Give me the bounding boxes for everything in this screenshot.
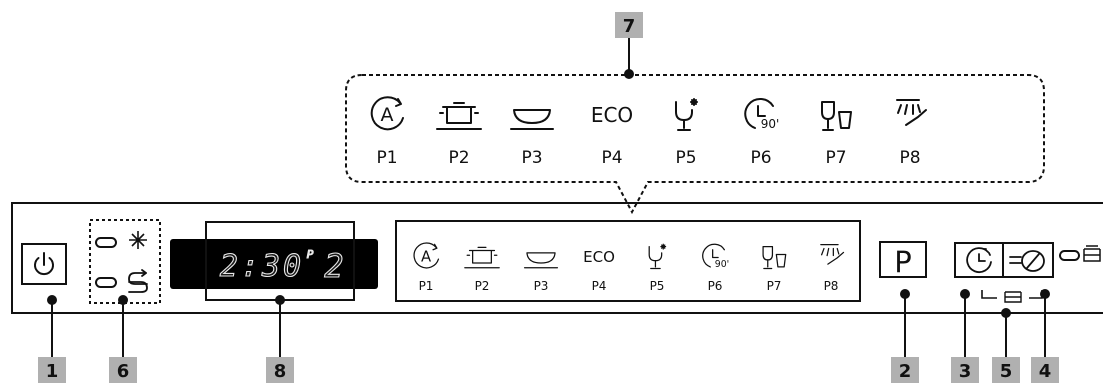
half-load-icon bbox=[1009, 250, 1045, 272]
program-zoom-callout bbox=[345, 38, 1045, 215]
leader-dots bbox=[47, 289, 1050, 318]
panel-outline bbox=[11, 202, 1103, 314]
callout-2-text: 2 bbox=[899, 361, 912, 382]
leader-lines bbox=[51, 294, 1046, 358]
rinse-aid-icon bbox=[128, 269, 148, 293]
panel-label-p6: P6 bbox=[708, 279, 723, 293]
callout-2-box bbox=[891, 357, 919, 383]
timer-text-zoom: 90' bbox=[761, 117, 780, 131]
eco-text-zoom: ECO bbox=[591, 103, 633, 127]
program-button-label: P bbox=[894, 245, 912, 279]
glasses-icon bbox=[821, 101, 852, 131]
callout-6-text: 6 bbox=[117, 361, 130, 382]
clock-icon bbox=[966, 247, 992, 273]
program-strip-frame bbox=[395, 220, 861, 302]
rinse-spray-icon[interactable] bbox=[820, 244, 845, 265]
zoom-label-p4: P4 bbox=[601, 148, 622, 168]
callout-3-text: 3 bbox=[959, 361, 972, 382]
auto-icon: A bbox=[370, 96, 404, 131]
half-load-button[interactable] bbox=[1002, 242, 1054, 278]
pot-icon[interactable] bbox=[464, 246, 500, 269]
callout-1-text: 1 bbox=[46, 361, 59, 382]
salt-indicator-led bbox=[95, 237, 117, 248]
zoom-label-p3: P3 bbox=[521, 148, 542, 168]
panel-label-p8: P8 bbox=[824, 279, 839, 293]
callout-3-box bbox=[951, 357, 979, 383]
panel-label-p2: P2 bbox=[475, 279, 490, 293]
panel-label-p3: P3 bbox=[534, 279, 549, 293]
half-load-indicator-led bbox=[1059, 250, 1080, 261]
panel-program-icons: A ECO 90' bbox=[413, 242, 845, 270]
pot-icon bbox=[436, 102, 482, 130]
tray-icon-small bbox=[1004, 291, 1022, 303]
sparkling-glass-icon bbox=[675, 98, 698, 131]
digital-display bbox=[170, 239, 378, 289]
display-p-indicator: P bbox=[307, 248, 314, 261]
timer-90-icon[interactable]: 90' bbox=[702, 243, 730, 270]
svg-text:A: A bbox=[381, 104, 394, 126]
timer-90-icon: 90' bbox=[744, 97, 780, 131]
callout-7-text: 7 bbox=[623, 16, 636, 37]
callout-4-box bbox=[1031, 357, 1059, 383]
callout-7-box bbox=[615, 12, 643, 38]
zoomed-program-icons: A ECO 90' bbox=[370, 96, 927, 131]
rinse-spray-icon bbox=[896, 99, 927, 126]
callout-5-box bbox=[992, 357, 1020, 383]
zoom-label-p5: P5 bbox=[675, 148, 696, 168]
panel-label-p4: P4 bbox=[592, 279, 607, 293]
panel-program-labels: P1 P2 P3 P4 P5 P6 P7 P8 bbox=[419, 279, 839, 293]
bowl-icon bbox=[510, 109, 554, 130]
rinse-aid-indicator-led bbox=[95, 277, 117, 288]
eco-text-panel: ECO bbox=[583, 248, 615, 266]
indicator-group-frame bbox=[89, 219, 161, 304]
timer-text-panel: 90' bbox=[715, 259, 729, 270]
panel-label-p1: P1 bbox=[419, 279, 434, 293]
callout-labels: 1 6 8 7 2 3 5 4 bbox=[38, 12, 1059, 383]
zoom-label-p1: P1 bbox=[376, 148, 397, 168]
zoom-label-p2: P2 bbox=[448, 148, 469, 168]
eco-icon: ECO bbox=[591, 103, 633, 127]
salt-icon bbox=[129, 231, 147, 249]
tray-icon bbox=[1083, 245, 1101, 262]
zoom-label-p7: P7 bbox=[825, 148, 846, 168]
bowl-icon[interactable] bbox=[523, 252, 559, 269]
program-button[interactable] bbox=[879, 241, 927, 278]
callout-8-text: 8 bbox=[274, 361, 287, 382]
glasses-icon[interactable] bbox=[762, 246, 787, 270]
zoom-label-p8: P8 bbox=[899, 148, 920, 168]
auto-icon[interactable]: A bbox=[413, 242, 440, 269]
display-time: 2:30 bbox=[220, 249, 304, 284]
eco-icon[interactable]: ECO bbox=[583, 248, 615, 266]
panel-label-p5: P5 bbox=[650, 279, 665, 293]
zoom-bubble-outline bbox=[345, 74, 1045, 215]
callout-5-text: 5 bbox=[1000, 361, 1013, 382]
sparkling-glass-icon[interactable] bbox=[648, 243, 667, 270]
power-icon bbox=[34, 252, 54, 276]
callout-8-box bbox=[266, 357, 294, 383]
callout-1-box bbox=[38, 357, 66, 383]
panel-label-p7: P7 bbox=[767, 279, 782, 293]
display-program-number: 2 bbox=[324, 247, 343, 285]
control-panel: 2:30 P 2 A ECO bbox=[11, 202, 1103, 314]
svg-text:A: A bbox=[421, 248, 432, 265]
zoomed-program-labels: P1 P2 P3 P4 P5 P6 P7 P8 bbox=[376, 148, 920, 168]
callout-4-text: 4 bbox=[1039, 361, 1052, 382]
zoom-label-p6: P6 bbox=[750, 148, 771, 168]
callout-6-box bbox=[109, 357, 137, 383]
